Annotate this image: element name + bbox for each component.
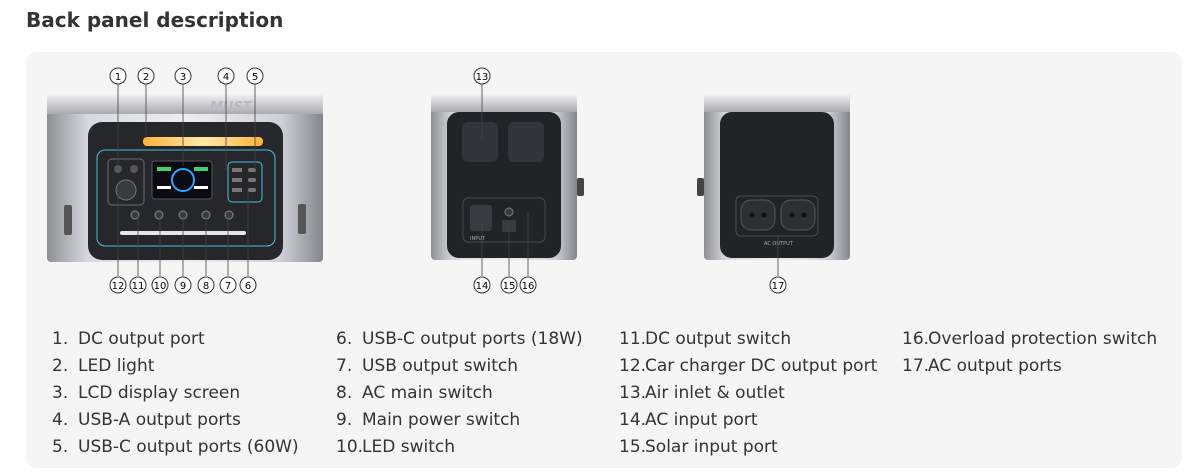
- callout-3: 3: [174, 67, 192, 85]
- legend-column-1: 1.DC output port 2.LED light 3.LCD displ…: [52, 326, 299, 461]
- callout-1: 1: [109, 67, 127, 85]
- callout-leaders: [117, 84, 779, 276]
- led-light: [143, 137, 263, 146]
- callout-14: 14: [473, 276, 491, 294]
- svg-text:13: 13: [476, 72, 489, 83]
- legend-item: 4.USB-A output ports: [52, 410, 241, 430]
- input-label: INPUT: [470, 236, 486, 242]
- device-control-panel: MUST: [47, 94, 323, 262]
- ac-outlet-left: [740, 199, 776, 231]
- legend-column-2: 6.USB-C output ports (18W) 7.USB output …: [336, 326, 583, 461]
- legend-item: 8.AC main switch: [336, 383, 493, 403]
- ac-outlet-right: [780, 199, 816, 231]
- callout-7: 7: [219, 276, 237, 294]
- legend-item: 17.AC output ports: [902, 356, 1062, 376]
- car-charger-port: [115, 179, 137, 201]
- svg-text:6: 6: [245, 281, 251, 292]
- device-side-vents: INPUT: [431, 94, 584, 260]
- svg-text:14: 14: [476, 281, 489, 292]
- svg-text:4: 4: [223, 72, 229, 83]
- callout-9: 9: [174, 276, 192, 294]
- ac-input-port: [470, 205, 492, 231]
- legend-item: 11.DC output switch: [619, 329, 792, 349]
- svg-text:15: 15: [503, 281, 516, 292]
- legend-column-4: 16.Overload protection switch 17.AC outp…: [902, 326, 1157, 380]
- callout-11: 11: [129, 276, 147, 294]
- legend-item: 6.USB-C output ports (18W): [336, 329, 583, 349]
- svg-text:17: 17: [772, 281, 785, 292]
- svg-text:7: 7: [225, 281, 231, 292]
- ac-output-label: AC OUTPUT: [764, 241, 794, 247]
- svg-text:5: 5: [252, 72, 258, 83]
- dc-output-port: [107, 158, 145, 206]
- legend-item: 12.Car charger DC output port: [619, 356, 878, 376]
- lcd-display: [151, 160, 213, 200]
- legend-item: 2.LED light: [52, 356, 155, 376]
- legend-item: 16.Overload protection switch: [902, 329, 1158, 349]
- callout-5: 5: [246, 67, 264, 85]
- callout-13: 13: [473, 67, 491, 85]
- usb-port-group: [227, 161, 263, 203]
- legend-item: 7.USB output switch: [336, 356, 519, 376]
- legend-item: 3.LCD display screen: [52, 383, 241, 403]
- legend-item: 9.Main power switch: [336, 410, 521, 430]
- callout-15: 15: [500, 276, 518, 294]
- brand-logo: MUST: [210, 100, 253, 115]
- device-side-ac: AC OUTPUT: [697, 94, 850, 260]
- callout-10: 10: [151, 276, 169, 294]
- svg-text:9: 9: [180, 281, 186, 292]
- callout-4: 4: [217, 67, 235, 85]
- svg-text:1: 1: [115, 72, 121, 83]
- callout-markers: 1 2 3 4 5 13 12 11 10 9 8 7 6 14 15 16 1…: [109, 67, 787, 294]
- callout-17: 17: [769, 276, 787, 294]
- legend-item: 1.DC output port: [52, 329, 205, 349]
- callout-6: 6: [239, 276, 257, 294]
- callout-2: 2: [137, 67, 155, 85]
- page-title: Back panel description: [26, 8, 284, 32]
- svg-text:11: 11: [132, 281, 145, 292]
- legend-item: 10.LED switch: [336, 437, 455, 457]
- legend-item: 13.Air inlet & outlet: [619, 383, 785, 403]
- legend-item: 5.USB-C output ports (60W): [52, 437, 299, 457]
- legend-item: 15.Solar input port: [619, 437, 778, 457]
- svg-text:2: 2: [143, 72, 149, 83]
- svg-text:3: 3: [180, 72, 186, 83]
- legend-item: 14.AC input port: [619, 410, 758, 430]
- legend-column-3: 11.DC output switch 12.Car charger DC ou…: [619, 326, 877, 461]
- svg-text:16: 16: [522, 281, 535, 292]
- callout-8: 8: [197, 276, 215, 294]
- svg-text:10: 10: [154, 281, 167, 292]
- callout-12: 12: [109, 276, 127, 294]
- svg-text:8: 8: [203, 281, 209, 292]
- callout-16: 16: [519, 276, 537, 294]
- svg-text:12: 12: [112, 281, 125, 292]
